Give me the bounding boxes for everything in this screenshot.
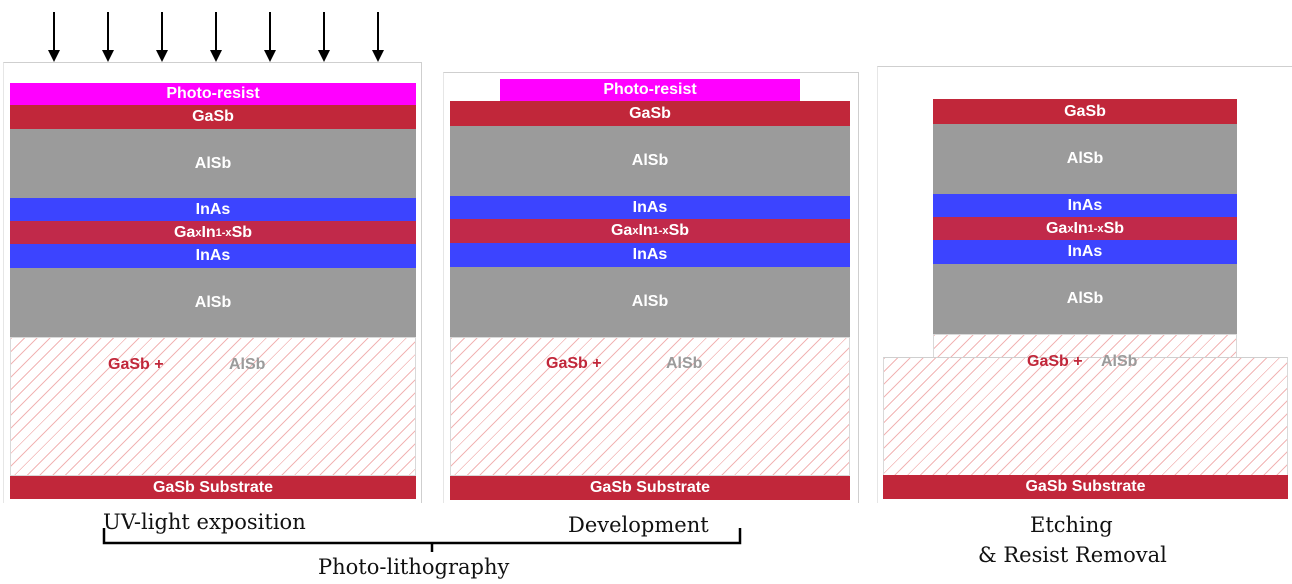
buffer-alsb-label: AlSb bbox=[666, 355, 703, 372]
inas-upper-layer: InAs bbox=[10, 198, 416, 221]
alsb-bottom-layer: AlSb bbox=[933, 264, 1237, 334]
inas-upper-layer: InAs bbox=[450, 196, 850, 219]
buffer-gasb-label: GaSb + bbox=[546, 355, 602, 372]
alsb-top-layer: AlSb bbox=[933, 124, 1237, 194]
uv-arrowhead bbox=[48, 50, 60, 62]
buffer-gasb-label: GaSb + bbox=[108, 356, 164, 373]
gasb-cap-layer: GaSb bbox=[933, 99, 1237, 124]
inas-lower-layer: InAs bbox=[450, 243, 850, 267]
gasb-cap-layer: GaSb bbox=[450, 101, 850, 126]
uv-arrow bbox=[53, 12, 55, 52]
buffer-alsb-label: AlSb bbox=[1101, 353, 1138, 370]
photo-resist-layer: Photo-resist bbox=[10, 83, 416, 105]
substrate-layer: GaSb Substrate bbox=[883, 475, 1288, 499]
buffer-alsb-label: AlSb bbox=[229, 356, 266, 373]
etching-caption: Etching bbox=[1030, 513, 1113, 537]
substrate-layer: GaSb Substrate bbox=[450, 476, 850, 500]
substrate-layer: GaSb Substrate bbox=[10, 476, 416, 499]
photolithography-caption: Photo-lithography bbox=[318, 555, 510, 579]
alsb-bottom-layer: AlSb bbox=[10, 268, 416, 337]
uv-exposition-caption: UV-light exposition bbox=[103, 510, 306, 534]
uv-arrow bbox=[377, 12, 379, 52]
alsb-top-layer: AlSb bbox=[10, 129, 416, 198]
uv-arrowhead bbox=[210, 50, 222, 62]
uv-arrow bbox=[269, 12, 271, 52]
gasb-alsb-buffer-region bbox=[883, 357, 1288, 476]
photo-resist-layer: Photo-resist bbox=[500, 79, 800, 101]
uv-arrowhead bbox=[318, 50, 330, 62]
uv-arrowhead bbox=[156, 50, 168, 62]
uv-arrow bbox=[323, 12, 325, 52]
buffer-gasb-label: GaSb + bbox=[1027, 353, 1083, 370]
uv-arrow bbox=[161, 12, 163, 52]
etched-mesa-buffer bbox=[933, 334, 1237, 359]
uv-arrowhead bbox=[264, 50, 276, 62]
uv-arrowhead bbox=[102, 50, 114, 62]
gasb-alsb-buffer-region bbox=[10, 337, 416, 476]
uv-arrow bbox=[107, 12, 109, 52]
alsb-top-layer: AlSb bbox=[450, 126, 850, 196]
uv-arrowhead bbox=[372, 50, 384, 62]
resist-removal-caption: & Resist Removal bbox=[978, 543, 1167, 567]
uv-arrow bbox=[215, 12, 217, 52]
gasb-cap-layer: GaSb bbox=[10, 105, 416, 129]
alsb-bottom-layer: AlSb bbox=[450, 267, 850, 337]
development-caption: Development bbox=[568, 513, 709, 537]
inas-lower-layer: InAs bbox=[933, 240, 1237, 264]
gasb-alsb-buffer-region bbox=[450, 337, 850, 476]
inas-lower-layer: InAs bbox=[10, 244, 416, 268]
inas-upper-layer: InAs bbox=[933, 194, 1237, 217]
